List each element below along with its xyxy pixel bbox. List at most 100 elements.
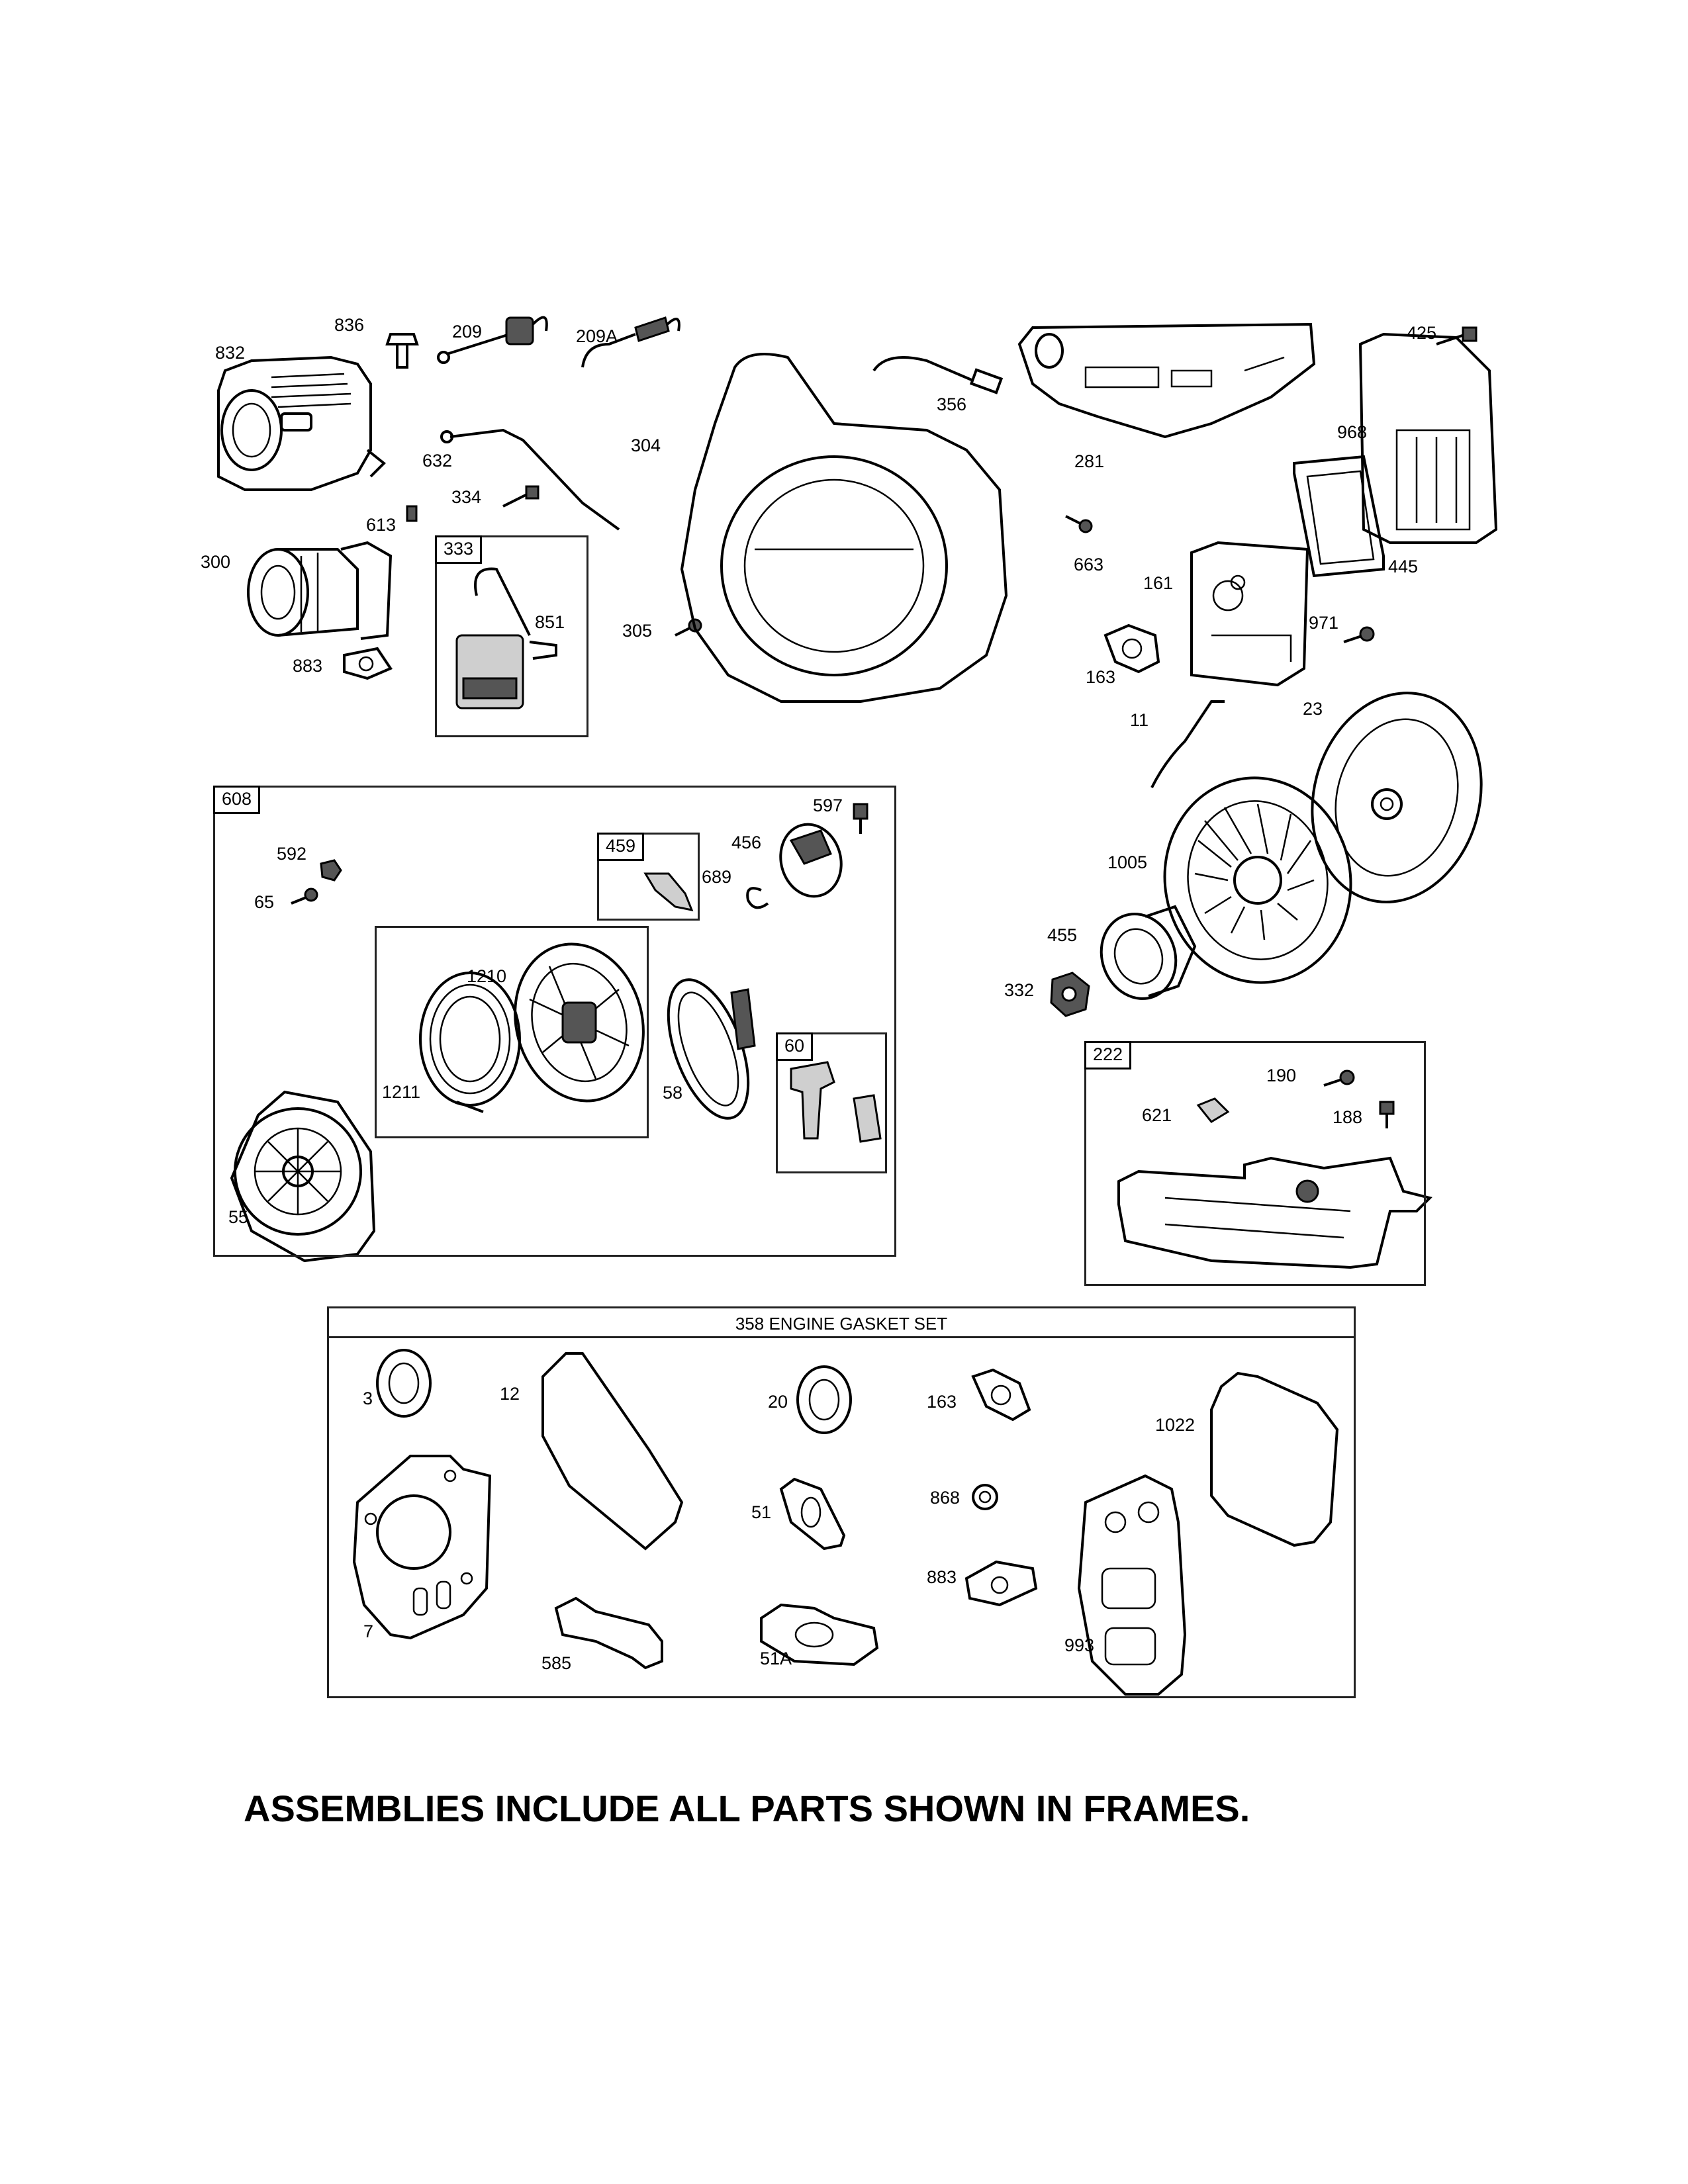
part-832-drawing <box>217 355 386 491</box>
callout-632: 632 <box>422 451 453 471</box>
part-58-drawing <box>667 978 756 1120</box>
callout-851: 851 <box>535 612 565 632</box>
callout-832: 832 <box>215 343 246 363</box>
callout-689: 689 <box>702 867 732 887</box>
part-621-drawing <box>1196 1097 1230 1123</box>
part-23-drawing <box>1311 692 1483 903</box>
part-163a-drawing <box>1103 623 1160 674</box>
callout-188: 188 <box>1333 1107 1363 1127</box>
part-1211-drawing <box>419 972 521 1113</box>
part-1005-drawing <box>1163 776 1352 984</box>
callout-621: 621 <box>1142 1105 1172 1125</box>
part-190-drawing <box>1323 1069 1355 1087</box>
callout-305: 305 <box>622 621 653 641</box>
callout-971: 971 <box>1309 613 1339 633</box>
callout-836: 836 <box>334 315 365 335</box>
callout-281: 281 <box>1074 451 1105 471</box>
callout-597: 597 <box>813 796 843 815</box>
part-971-drawing <box>1343 626 1375 643</box>
part-222-drawing <box>1117 1156 1432 1269</box>
callout-356: 356 <box>937 394 967 414</box>
part-163b-drawing <box>971 1368 1031 1422</box>
part-51a-drawing <box>760 1603 879 1666</box>
callout-332: 332 <box>1004 980 1035 1000</box>
callout-456: 456 <box>731 833 762 852</box>
part-632-drawing <box>440 428 620 531</box>
callout-868: 868 <box>930 1488 961 1508</box>
callout-455: 455 <box>1047 925 1078 945</box>
frame-60-label: 60 <box>776 1032 814 1061</box>
callout-663: 663 <box>1074 555 1104 574</box>
part-281-drawing <box>1017 322 1316 439</box>
gasket-set-title-bar <box>327 1306 1356 1338</box>
part-592-drawing <box>320 859 342 882</box>
part-3-drawing <box>376 1349 432 1418</box>
callout-445: 445 <box>1388 557 1419 576</box>
part-968-drawing <box>1358 332 1498 544</box>
part-455-drawing <box>1100 905 1197 1000</box>
part-51-drawing <box>779 1477 846 1551</box>
callout-51: 51 <box>751 1502 772 1522</box>
part-689-drawing <box>746 887 769 909</box>
callout-334: 334 <box>451 487 482 507</box>
part-11-drawing <box>1150 700 1225 788</box>
callout-613: 613 <box>366 515 397 535</box>
part-883a-drawing <box>343 647 393 680</box>
part-1022-drawing <box>1210 1371 1339 1547</box>
callout-883b: 883 <box>927 1567 957 1587</box>
part-304-drawing <box>680 353 1008 703</box>
part-333-drawing <box>455 567 557 709</box>
frame-222-label: 222 <box>1084 1041 1132 1069</box>
frame-222 <box>1084 1041 1426 1286</box>
callout-304: 304 <box>631 435 661 455</box>
part-161-drawing <box>1190 541 1309 687</box>
callout-65: 65 <box>254 892 275 912</box>
callout-58: 58 <box>663 1083 683 1103</box>
callout-12: 12 <box>500 1384 520 1404</box>
callout-55: 55 <box>228 1207 249 1227</box>
callout-209a: 209A <box>576 326 618 346</box>
part-60-drawing <box>790 1061 882 1143</box>
callout-163a: 163 <box>1086 667 1116 687</box>
part-7-drawing <box>352 1455 492 1640</box>
frame-333 <box>435 535 588 737</box>
callout-1210: 1210 <box>467 966 507 986</box>
part-332-drawing <box>1050 972 1090 1017</box>
part-445-drawing <box>1293 455 1385 578</box>
frame-gasket-set <box>327 1306 1356 1698</box>
callout-190: 190 <box>1266 1066 1297 1085</box>
part-65-drawing <box>291 887 318 905</box>
part-334-drawing <box>502 485 539 508</box>
gasket-set-title: 358 ENGINE GASKET SET <box>735 1314 948 1334</box>
frame-60 <box>776 1032 887 1173</box>
frame-459 <box>597 833 700 921</box>
part-836-drawing <box>385 333 419 369</box>
callout-1022: 1022 <box>1155 1415 1196 1435</box>
callout-425: 425 <box>1407 323 1437 343</box>
part-883b-drawing <box>964 1560 1038 1607</box>
part-613-drawing <box>406 505 418 522</box>
part-868-drawing <box>972 1484 998 1510</box>
callout-11: 11 <box>1130 710 1149 730</box>
callout-592: 592 <box>277 844 307 864</box>
frame-333-label: 333 <box>435 535 483 564</box>
part-456-drawing <box>779 823 843 898</box>
part-209-drawing <box>437 316 548 364</box>
callout-163b: 163 <box>927 1392 957 1412</box>
callout-1211: 1211 <box>382 1082 421 1102</box>
part-597-drawing <box>853 803 868 834</box>
callout-51a: 51A <box>760 1649 792 1668</box>
callout-209: 209 <box>452 322 483 341</box>
callout-883a: 883 <box>293 656 323 676</box>
frame-459-label: 459 <box>597 833 645 861</box>
callout-23: 23 <box>1303 699 1323 719</box>
part-305-drawing <box>675 618 702 637</box>
assemblies-note: ASSEMBLIES INCLUDE ALL PARTS SHOWN IN FR… <box>244 1788 1250 1829</box>
callout-968: 968 <box>1337 422 1368 442</box>
callout-7: 7 <box>363 1621 374 1641</box>
part-20-drawing <box>796 1365 852 1434</box>
part-425-drawing <box>1436 326 1477 345</box>
frame-608 <box>213 786 896 1257</box>
